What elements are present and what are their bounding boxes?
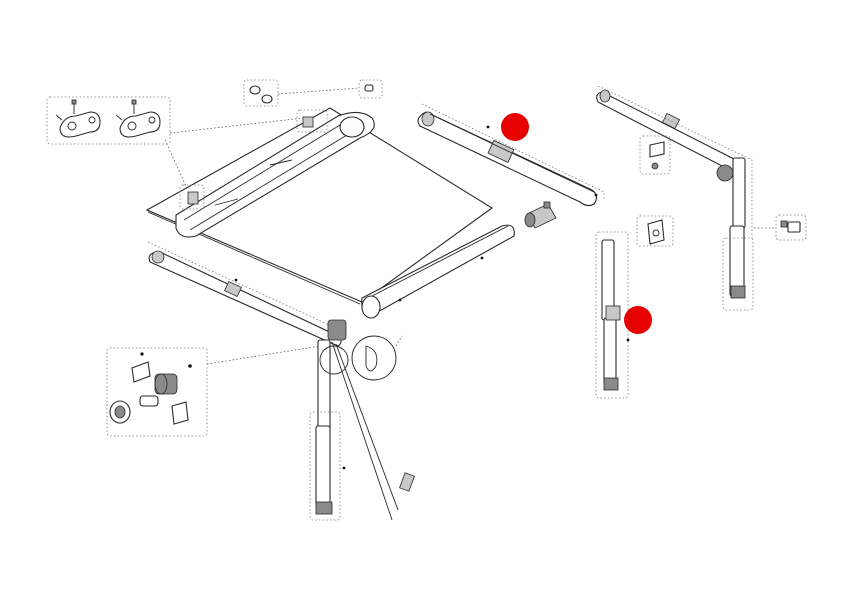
support-leg-middle: [595, 231, 630, 399]
support-arm-left: [147, 241, 347, 347]
wall-bracket-group: [46, 96, 331, 196]
support-leg-left: [309, 339, 415, 521]
hotspot-markers: [501, 113, 652, 334]
front-bar-hotspot[interactable]: [501, 113, 529, 141]
crank-parts-group: [106, 345, 321, 437]
leg-hotspot[interactable]: [624, 306, 652, 334]
detail-callouts: [319, 335, 403, 381]
front-bar: [417, 103, 605, 207]
wall-bracket-right: [115, 99, 161, 138]
roller-tube: [361, 224, 515, 319]
end-cap-group: [243, 79, 383, 107]
wall-bracket-left: [55, 99, 101, 138]
support-arm-right: [596, 85, 754, 311]
tube-end-gear: [524, 201, 557, 229]
hinge-part-group: [636, 135, 807, 247]
awning-roller-cassette: [175, 109, 375, 238]
